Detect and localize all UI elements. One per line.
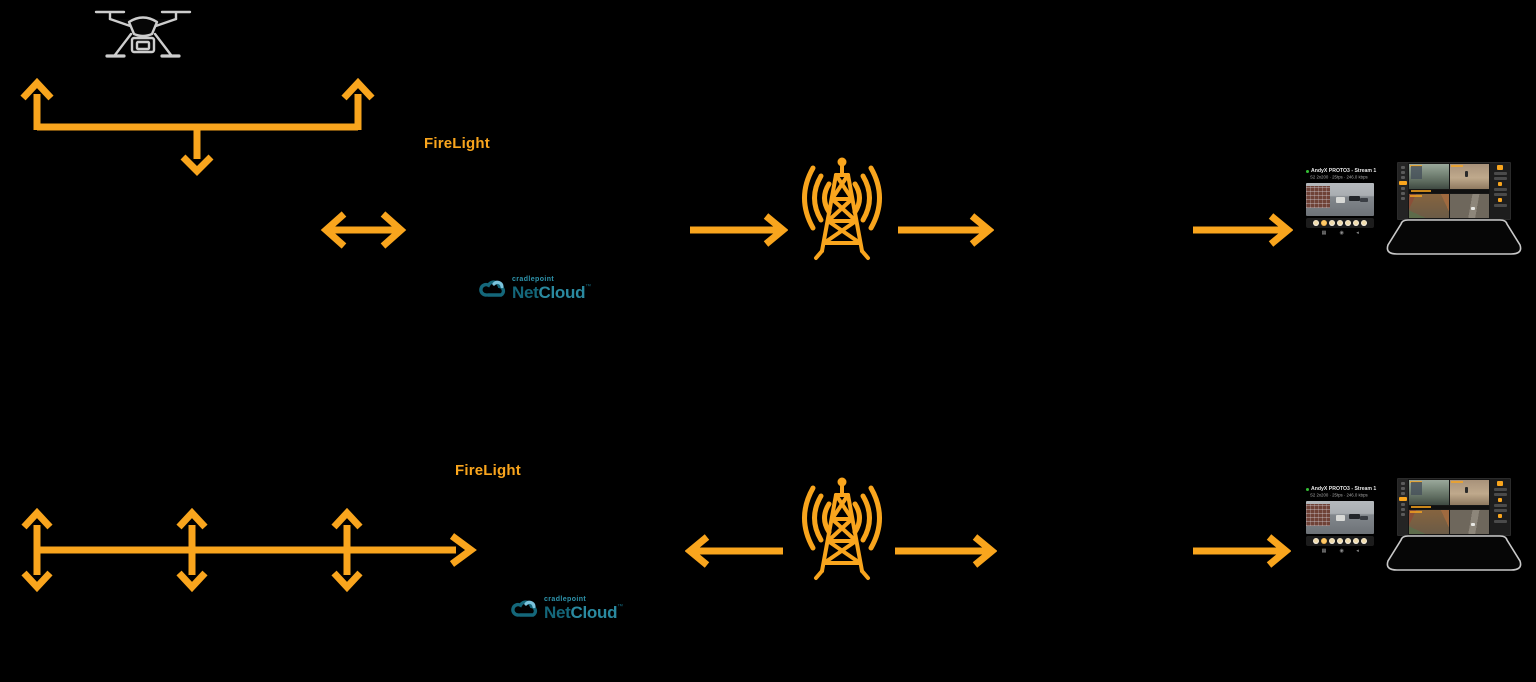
- stream-phone: AndyX PROTO3 - Stream 1 S2 2x200 · 25fps…: [1306, 168, 1377, 236]
- arrow-icon: [690, 213, 788, 247]
- sidebar-highlight: [1399, 181, 1407, 185]
- shutter-button: [1329, 220, 1335, 226]
- camera-tile-sidewalk: [1449, 480, 1489, 505]
- camera-tile-street: [1409, 480, 1449, 505]
- van-graphic: [1335, 514, 1345, 521]
- grid-divider: [1409, 189, 1489, 193]
- back-icon: ◂: [1356, 230, 1359, 236]
- shutter-button: [1345, 220, 1351, 226]
- panel-accent: [1498, 182, 1502, 186]
- camera-snapshot: [1306, 501, 1374, 534]
- shutter-button-active: [1321, 220, 1327, 226]
- stream-stats: S2 2x200 · 25fps · 246.0 kbps: [1310, 493, 1368, 499]
- camera-tile-aerial-roofs: [1409, 509, 1449, 534]
- netcloud-logo: cradlepoint NetCloud™: [478, 276, 591, 301]
- shutter-button-row: [1306, 218, 1374, 228]
- arrow-icon: [1193, 213, 1293, 247]
- netcloud-logo: cradlepoint NetCloud™: [510, 596, 623, 621]
- van-graphic: [1335, 196, 1345, 203]
- camera-tile-street: [1409, 164, 1449, 189]
- stream-phone: AndyX PROTO3 - Stream 1 S2 2x200 · 25fps…: [1306, 486, 1377, 554]
- mesh-arrow-icon: [21, 507, 477, 593]
- laptop-screen: [1397, 162, 1511, 220]
- viewer-laptop: [1386, 478, 1522, 573]
- panel-accent: [1498, 514, 1502, 518]
- camera-snapshot: [1306, 183, 1374, 216]
- vms-right-panel: [1490, 479, 1510, 535]
- shutter-button: [1313, 220, 1319, 226]
- player-controls: ▦ ◉ ◂: [1306, 230, 1374, 236]
- shutter-button: [1353, 220, 1359, 226]
- vms-sidebar: [1398, 479, 1408, 535]
- cradlepoint-brand-text: cradlepoint: [512, 276, 555, 283]
- cell-tower-icon: [802, 157, 882, 260]
- cloud-logo-icon: [511, 599, 538, 617]
- building-graphic: [1306, 186, 1331, 209]
- grid-icon: ▦: [1321, 230, 1327, 236]
- grid-icon: ▦: [1321, 548, 1327, 554]
- vms-right-panel: [1490, 163, 1510, 219]
- laptop-base: [1386, 219, 1522, 255]
- stream-stats: S2 2x200 · 25fps · 246.0 kbps: [1310, 175, 1368, 181]
- laptop-base: [1386, 535, 1522, 571]
- car-graphic: [1360, 198, 1369, 203]
- stream-title: AndyX PROTO3 - Stream 1: [1311, 486, 1377, 492]
- grid-divider: [1409, 505, 1489, 509]
- back-icon: ◂: [1356, 548, 1359, 554]
- camera-tile-aerial-roofs: [1409, 193, 1449, 218]
- firelight-label: FireLight: [424, 135, 490, 152]
- record-icon: ◉: [1339, 230, 1344, 236]
- camera-tile-aerial-road: [1449, 509, 1489, 534]
- camera-grid: [1408, 163, 1490, 219]
- netcloud-product-text: NetCloud™: [544, 603, 623, 622]
- cradlepoint-brand-text: cradlepoint: [544, 596, 587, 603]
- record-icon: ◉: [1339, 548, 1344, 554]
- arrow-icon: [898, 213, 994, 247]
- car-graphic: [1360, 516, 1369, 521]
- shutter-button: [1361, 538, 1367, 544]
- shutter-button: [1345, 538, 1351, 544]
- shutter-button-row: [1306, 536, 1374, 546]
- panel-accent: [1497, 165, 1503, 170]
- car-graphic: [1348, 196, 1360, 202]
- camera-tile-sidewalk: [1449, 164, 1489, 189]
- netcloud-product-text: NetCloud™: [512, 283, 591, 302]
- shutter-button: [1337, 538, 1343, 544]
- panel-accent: [1497, 481, 1503, 486]
- cell-tower-icon: [802, 477, 882, 580]
- viewer-laptop: [1386, 162, 1522, 257]
- live-status-icon: [1306, 169, 1309, 173]
- panel-accent: [1498, 498, 1502, 502]
- stream-title: AndyX PROTO3 - Stream 1: [1311, 168, 1377, 174]
- arrow-left-icon: [685, 534, 783, 568]
- shutter-button-active: [1321, 538, 1327, 544]
- building-graphic: [1306, 504, 1331, 527]
- vms-sidebar: [1398, 163, 1408, 219]
- shutter-button: [1329, 538, 1335, 544]
- double-arrow-icon: [320, 211, 407, 249]
- laptop-screen: [1397, 478, 1511, 536]
- sidebar-highlight: [1399, 497, 1407, 501]
- arrow-icon: [895, 534, 997, 568]
- car-graphic: [1348, 514, 1360, 520]
- live-status-icon: [1306, 487, 1309, 491]
- drone-icon: [94, 10, 192, 58]
- shutter-button: [1337, 220, 1343, 226]
- panel-accent: [1498, 198, 1502, 202]
- player-controls: ▦ ◉ ◂: [1306, 548, 1374, 554]
- cloud-logo-icon: [479, 279, 506, 297]
- bracket-arrow-icon: [20, 77, 375, 176]
- firelight-label: FireLight: [455, 462, 521, 479]
- shutter-button: [1313, 538, 1319, 544]
- shutter-button: [1353, 538, 1359, 544]
- shutter-button: [1361, 220, 1367, 226]
- camera-grid: [1408, 479, 1490, 535]
- camera-tile-aerial-road: [1449, 193, 1489, 218]
- arrow-icon: [1193, 534, 1291, 568]
